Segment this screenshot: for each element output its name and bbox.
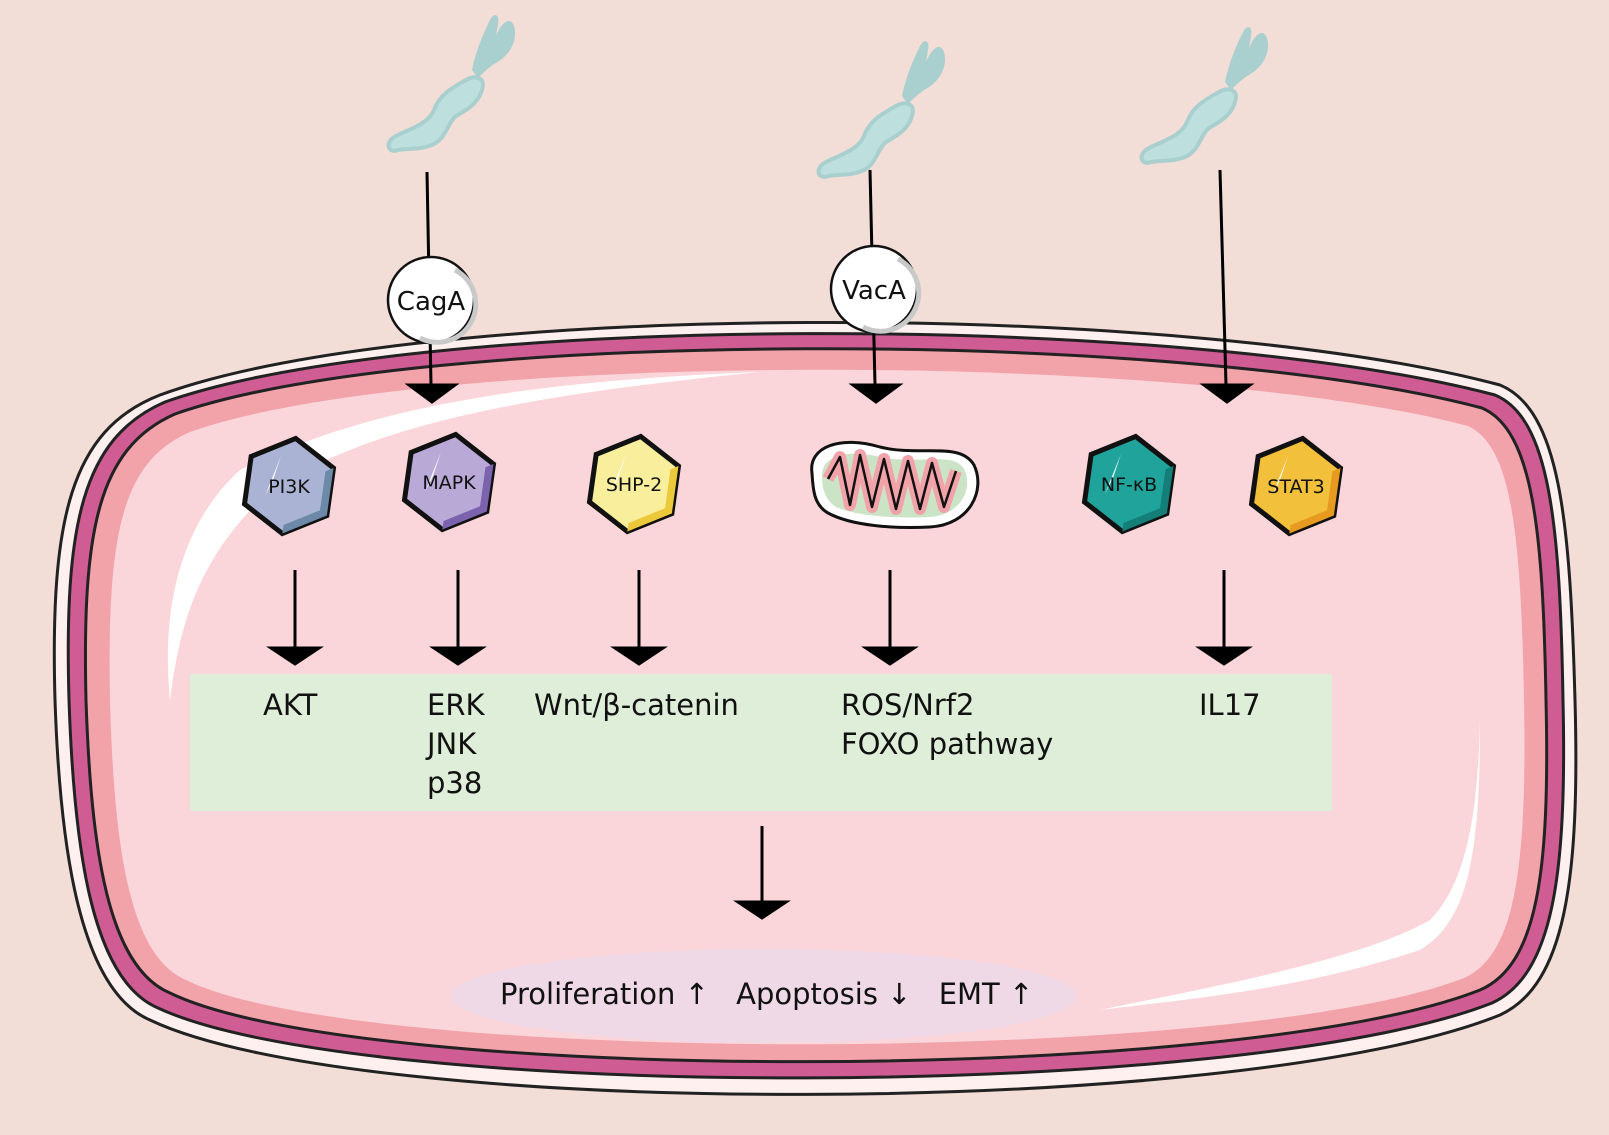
pathway-line: FOXO pathway <box>841 727 1054 761</box>
node-pi3k: PI3K <box>241 435 337 537</box>
pathway-arrow-head <box>1195 646 1253 666</box>
toxin-vacA: VacA <box>829 244 922 334</box>
pathway-label-mapk: ERK JNK p38 <box>427 686 485 803</box>
hexagon-highlight <box>425 452 441 492</box>
outcomes: Proliferation ↑ Apoptosis ↓ EMT ↑ <box>500 977 1051 1011</box>
outcome-ellipse <box>451 949 1077 1043</box>
hexagon-highlight <box>1272 456 1288 496</box>
bacterium-icon <box>1139 27 1269 165</box>
toxin-cagA: CagA <box>386 255 479 345</box>
pathway-label-ros: ROS/Nrf2 FOXO pathway <box>841 686 1053 764</box>
arrow-bacterium3-line <box>1218 169 1228 386</box>
pathway-arrow-head <box>610 646 668 666</box>
hexagon-highlight <box>610 454 626 494</box>
pathway-arrow-head <box>429 646 487 666</box>
outcome-proliferation: Proliferation ↑ <box>500 977 709 1011</box>
bacterium-icon <box>386 15 516 153</box>
pathway-arrow-head <box>861 646 919 666</box>
toxin-vacA-label: VacA <box>842 276 906 306</box>
node-shp-2: SHP-2 <box>586 433 682 535</box>
hexagon-highlight <box>265 456 281 496</box>
hexagon-shade <box>627 466 679 532</box>
pathway-label-il17: IL17 <box>1199 686 1261 725</box>
hexagon-shade <box>442 464 494 530</box>
outcome-arrow <box>733 826 791 920</box>
node-stat3: STAT3 <box>1248 435 1344 537</box>
pathway-line: IL17 <box>1199 688 1261 722</box>
pathway-line: ROS/Nrf2 <box>841 688 975 722</box>
node-label: MAPK <box>422 472 476 494</box>
outcome-apoptosis: Apoptosis ↓ <box>736 977 912 1011</box>
hexagon-shade <box>282 468 334 534</box>
bacterium-icon <box>816 41 946 179</box>
hexagon-shade <box>1122 466 1174 532</box>
node-label: SHP-2 <box>606 474 662 496</box>
arrow-cagA-head <box>404 383 460 404</box>
pathway-line: p38 <box>427 766 483 800</box>
toxin-cagA-label: CagA <box>397 287 466 317</box>
node-label: STAT3 <box>1267 476 1324 498</box>
outcome-emt: EMT ↑ <box>938 977 1034 1011</box>
node-label: PI3K <box>268 476 310 498</box>
node-mapk: MAPK <box>401 431 497 533</box>
node-nf-b: NF-κB <box>1081 433 1177 535</box>
pathway-arrow-head <box>266 646 324 666</box>
pathway-label-wnt: Wnt/β-catenin <box>534 686 739 725</box>
pathway-line: ERK <box>427 688 485 722</box>
hexagon-shade <box>1289 468 1341 534</box>
mitochondrion-icon <box>810 440 980 529</box>
node-label: NF-κB <box>1101 474 1157 496</box>
arrow-vacA-head <box>848 383 904 404</box>
arrow-bacterium3-head <box>1199 383 1255 404</box>
pathway-line: AKT <box>263 688 318 722</box>
pathway-line: Wnt/β-catenin <box>534 688 739 722</box>
hexagon-highlight <box>1105 454 1121 494</box>
pathway-label-akt: AKT <box>263 686 317 725</box>
pathway-band <box>190 674 1332 811</box>
pathway-line: JNK <box>427 727 477 761</box>
